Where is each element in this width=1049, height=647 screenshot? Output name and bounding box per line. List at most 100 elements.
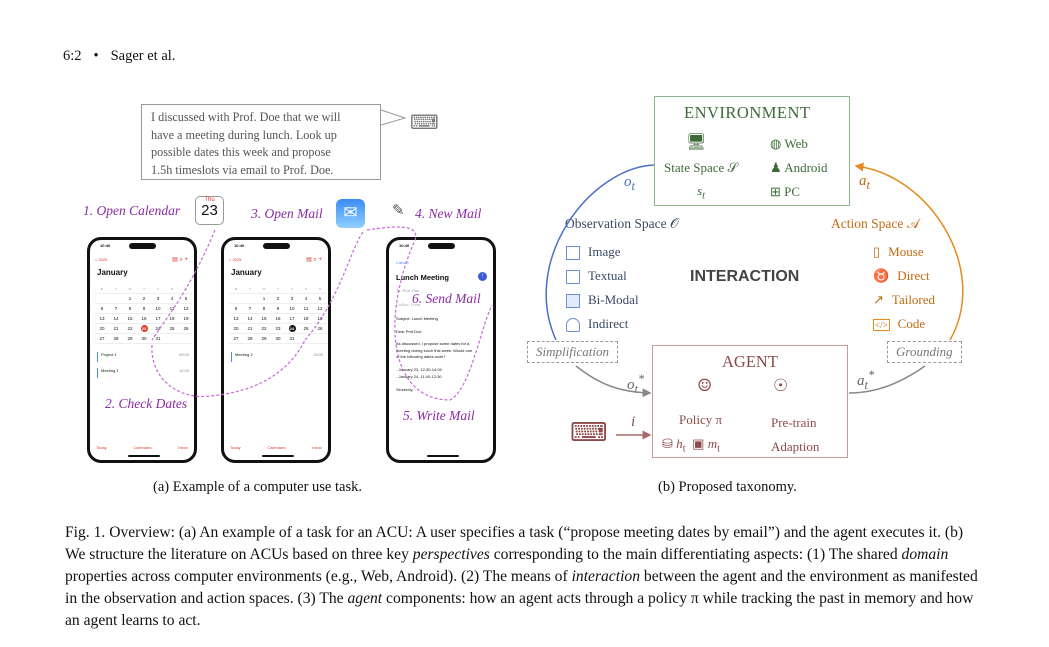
tab-inbox[interactable]: Inbox (312, 445, 322, 450)
send-button[interactable]: ↑ (478, 272, 487, 281)
action-code: </>Code (873, 312, 935, 337)
calendar-day[interactable]: 28 (113, 336, 119, 341)
calendar-day[interactable]: 19 (183, 316, 189, 321)
calendar-day[interactable]: 13 (99, 316, 105, 321)
simplified-obs-label: ot* (627, 372, 644, 397)
tab-inbox[interactable]: Inbox (178, 445, 188, 450)
calendar-app-icon[interactable]: Thu 23 (195, 196, 224, 225)
calendar-day[interactable]: 30 (141, 336, 147, 341)
calendar-day[interactable]: 10 (155, 306, 161, 311)
calendar-day[interactable]: 23 (140, 325, 148, 332)
calendar-day[interactable]: 12 (183, 306, 189, 311)
calendar-toolbar-icons[interactable]: ▤ ⌕ + (306, 257, 322, 263)
calendar-day[interactable]: 16 (275, 316, 281, 321)
adaption-label: Adaption (771, 439, 820, 454)
mail-greeting[interactable]: Dear Prof Doe (396, 329, 422, 334)
caption-text: properties across computer environments … (65, 568, 572, 585)
calendar-day[interactable]: 12 (317, 306, 323, 311)
week-row: 6 7 8 9 10 11 12 (229, 304, 327, 314)
calendar-day[interactable]: 26 (317, 326, 323, 331)
tab-today[interactable]: Today (96, 445, 107, 450)
obs-label: Bi-Modal (588, 292, 639, 307)
calendar-day[interactable]: 24 (155, 326, 161, 331)
calendar-day[interactable]: 5 (184, 296, 188, 301)
globe-icon: ◍ (770, 136, 782, 151)
step-write-mail: 5. Write Mail (403, 408, 475, 423)
calendar-day[interactable]: 30 (275, 336, 281, 341)
calendar-day[interactable]: 22 (261, 326, 267, 331)
calendar-day[interactable]: 5 (318, 296, 322, 301)
calendar-day[interactable]: 19 (317, 316, 323, 321)
mail-body[interactable]: As discussed, I propose some dates for a… (396, 341, 472, 393)
calendar-day[interactable]: 25 (303, 326, 309, 331)
calendar-day[interactable]: 25 (169, 326, 175, 331)
calendar-day[interactable]: 17 (155, 316, 161, 321)
calendar-day[interactable]: 1 (262, 296, 266, 301)
calendar-day[interactable]: 21 (113, 326, 119, 331)
calendar-day[interactable]: 3 (156, 296, 160, 301)
action-label: Tailored (891, 292, 936, 307)
calendar-day[interactable]: 7 (248, 306, 252, 311)
calendar-day[interactable]: 31 (155, 336, 161, 341)
calendar-day[interactable]: 16 (141, 316, 147, 321)
calendar-day[interactable]: 24 (288, 325, 296, 332)
calendar-day[interactable]: 29 (261, 336, 267, 341)
subject-field[interactable]: Subject: Lunch Meeting (396, 316, 438, 321)
calendar-day[interactable]: 10 (289, 306, 295, 311)
calendar-day[interactable]: 28 (247, 336, 253, 341)
year-back-link[interactable]: < 2025 (95, 257, 108, 262)
calendar-day[interactable]: 27 (99, 336, 105, 341)
tab-today[interactable]: Today (230, 445, 241, 450)
calendar-day[interactable]: 18 (303, 316, 309, 321)
calendar-day[interactable]: 6 (234, 306, 238, 311)
calendar-day[interactable]: 11 (303, 306, 309, 311)
grounded-action-label: at* (857, 368, 874, 393)
calendar-day[interactable]: 9 (276, 306, 280, 311)
calendar-day[interactable]: 17 (289, 316, 295, 321)
event-name: Project 1 (101, 352, 117, 357)
calendar-day[interactable]: 6 (100, 306, 104, 311)
tailored-arrow-icon: ↗ (873, 292, 884, 307)
calendar-day[interactable]: 4 (170, 296, 174, 301)
calendar-day[interactable]: 4 (304, 296, 308, 301)
cancel-button[interactable]: Cancel (396, 260, 409, 265)
calendar-day[interactable]: 31 (289, 336, 295, 341)
calendar-day[interactable]: 20 (233, 326, 239, 331)
calendar-day[interactable]: 2 (142, 296, 146, 301)
calendar-day[interactable]: 15 (127, 316, 133, 321)
calendar-day[interactable]: 15 (261, 316, 267, 321)
calendar-day[interactable]: 21 (247, 326, 253, 331)
tab-calendars[interactable]: Calendars (267, 445, 286, 450)
calendar-day[interactable]: 13 (233, 316, 239, 321)
action-label: Direct (897, 268, 930, 283)
speech-pointer (380, 109, 407, 126)
calendar-day[interactable]: 8 (128, 306, 132, 311)
calendar-day[interactable]: 11 (169, 306, 175, 311)
year-back-link[interactable]: < 2025 (229, 257, 242, 262)
calendar-day[interactable]: 9 (142, 306, 146, 311)
calendar-day[interactable]: 20 (99, 326, 105, 331)
calendar-day[interactable]: 2 (276, 296, 280, 301)
mail-app-icon[interactable]: ✉ (336, 199, 365, 228)
calendar-day[interactable]: 8 (262, 306, 266, 311)
calendar-day[interactable]: 26 (183, 326, 189, 331)
compose-icon[interactable]: ✎ (392, 201, 405, 219)
calendar-day[interactable]: 3 (290, 296, 294, 301)
calendar-toolbar-icons[interactable]: ▤ ⌕ + (172, 257, 188, 263)
calendar-day[interactable]: 14 (113, 316, 119, 321)
calendar-day[interactable]: 27 (233, 336, 239, 341)
calendar-day[interactable]: 1 (128, 296, 132, 301)
tab-calendars[interactable]: Calendars (133, 445, 152, 450)
calendar-day[interactable]: 29 (127, 336, 133, 341)
code-icon: </> (873, 319, 890, 331)
calendar-day[interactable]: 22 (127, 326, 133, 331)
calendar-day[interactable]: 23 (275, 326, 281, 331)
calendar-day[interactable]: 14 (247, 316, 253, 321)
calendar-day[interactable]: 7 (114, 306, 118, 311)
calendar-day[interactable]: 18 (169, 316, 175, 321)
